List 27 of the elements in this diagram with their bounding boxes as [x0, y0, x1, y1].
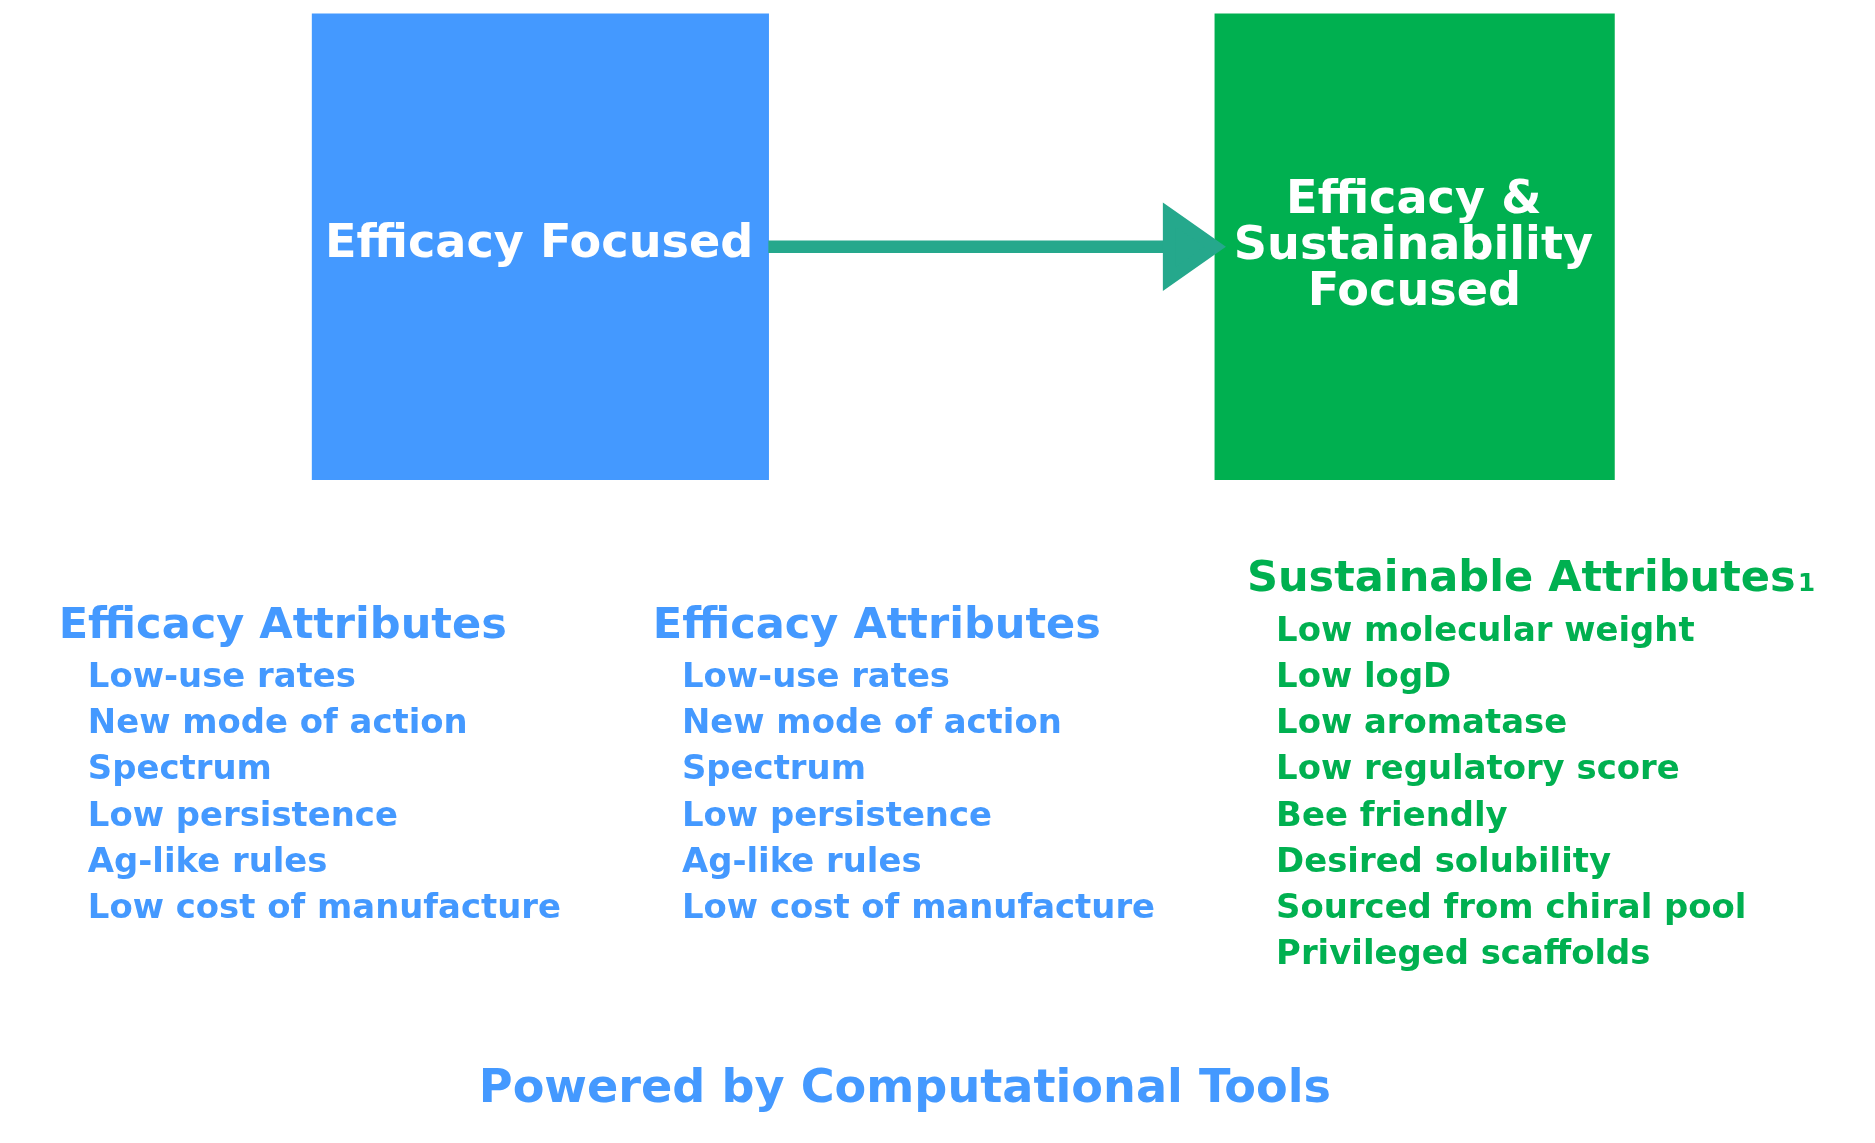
label: New mode of action — [87, 702, 468, 742]
label: Low-use rates — [682, 656, 951, 696]
label: Low persistence — [682, 794, 993, 834]
node-box: Efficacy Focused — [311, 13, 769, 480]
label: Low molecular weight — [1276, 609, 1695, 649]
label: Sourced from chiral pool — [1276, 886, 1747, 926]
label: Low aromatase — [1276, 702, 1568, 742]
label: Sustainable Attributes1 — [1246, 551, 1816, 602]
label: Spectrum — [87, 748, 272, 788]
label: Efficacy Attributes — [58, 597, 507, 648]
label: New mode of action — [682, 702, 1062, 742]
label: Low persistence — [87, 794, 398, 834]
label: Powered by Computational Tools — [478, 1058, 1332, 1113]
label: Ag-like rules — [87, 840, 328, 880]
label: Low regulatory score — [1276, 748, 1680, 788]
label: Low logD — [1276, 656, 1452, 696]
label: Bee friendly — [1276, 794, 1508, 834]
label: Spectrum — [682, 748, 866, 788]
node-box: Efficacy & Sustainability Focused — [1214, 13, 1615, 480]
label: Low cost of manufacture — [682, 886, 1156, 926]
label: Privileged scaffolds — [1276, 933, 1651, 973]
label: Low cost of manufacture — [87, 886, 561, 926]
label: Desired solubility — [1276, 840, 1612, 880]
label: Efficacy Attributes — [652, 597, 1101, 648]
label: Low-use rates — [87, 656, 356, 696]
label: Ag-like rules — [682, 840, 922, 880]
arrow — [768, 202, 1226, 291]
